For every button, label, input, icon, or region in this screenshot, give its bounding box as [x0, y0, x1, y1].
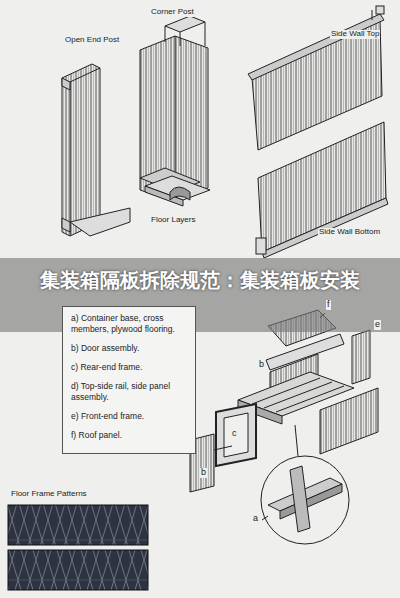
callout-letter: b: [200, 468, 207, 478]
parts-list-item: d) Top-side rail, side panel assembly.: [71, 381, 189, 403]
parts-list-box: a) Container base, cross members, plywoo…: [62, 306, 196, 454]
part-label: Floor Frame Patterns: [10, 490, 88, 499]
parts-list-item: b) Door assembly.: [71, 343, 189, 354]
title-text: 集装箱隔板拆除规范：集装箱板安装: [30, 266, 370, 294]
callout-letter: e: [374, 320, 381, 330]
parts-list-item: e) Front-end frame.: [71, 411, 189, 422]
part-label: Corner Post: [150, 8, 195, 17]
part-label: Open End Post: [64, 36, 120, 45]
callout-letter: b: [258, 360, 265, 370]
parts-list-item: a) Container base, cross members, plywoo…: [71, 313, 189, 335]
part-label: Side Wall Top: [330, 30, 380, 39]
parts-list-item: c) Rear-end frame.: [71, 362, 189, 373]
parts-list-item: f) Roof panel.: [71, 430, 189, 441]
part-label: Floor Layers: [150, 216, 196, 225]
callout-letter: a: [252, 514, 259, 524]
callout-letter: c: [231, 429, 238, 439]
callout-letter: f: [326, 300, 331, 310]
part-label: Side Wall Bottom: [318, 228, 381, 237]
